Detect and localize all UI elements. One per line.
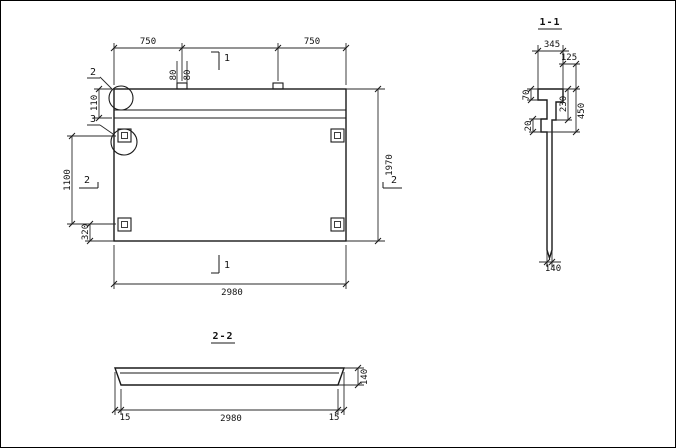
anchor-bottom-right-inner [334, 221, 341, 228]
dim-750-right-label: 750 [304, 37, 320, 47]
s2-dim-15-left-label: 15 [120, 413, 131, 423]
dim-1970-label: 1970 [385, 154, 395, 176]
dim-2980-plan-label: 2980 [221, 288, 243, 298]
lifting-loop-left [176, 82, 188, 90]
s2-extension-path [114, 367, 364, 415]
plan-anchor-loops [117, 128, 345, 232]
section2-marker-right-label: 2 [391, 175, 397, 186]
s1-profile-shape [537, 88, 564, 261]
detail-circle-2 [108, 85, 134, 111]
s1-ticks-path [527, 47, 580, 266]
callout-leader-lines [87, 76, 114, 135]
section-2-2-view: 2-2 15 15 2980 140 [111, 331, 370, 424]
plan-dimension-labels: 750 750 80 80 110 1100 320 1970 2980 [63, 37, 395, 298]
s1-dim-20-label: 20 [524, 121, 534, 132]
dim-80-right-label: 80 [183, 70, 193, 81]
s2-ticks-path [111, 364, 362, 414]
anchor-top-right [330, 128, 345, 143]
s1-dimension-path [530, 50, 580, 263]
plan-dimension-ticks [68, 44, 382, 288]
detail-circle-3 [110, 128, 138, 156]
panel-outline [113, 88, 347, 242]
section-2-2-title: 2-2 [212, 331, 233, 342]
s1-dim-70-label: 70 [522, 90, 532, 101]
anchor-bottom-left-inner [121, 221, 128, 228]
callout-3-label: 3 [90, 114, 96, 125]
section-marker-lines [79, 51, 402, 274]
s1-dim-345-label: 345 [544, 40, 560, 50]
section2-marker-left-label: 2 [84, 175, 90, 186]
s2-dim-2980-label: 2980 [220, 414, 242, 424]
anchor-top-left-inner [121, 132, 128, 139]
dim-110-label: 110 [90, 95, 100, 111]
anchor-bottom-left [117, 217, 132, 232]
plan-view-outline [113, 82, 347, 242]
plan-ticks-path [68, 44, 382, 288]
plan-callout-circles: 2 3 [87, 67, 138, 156]
s2-dim-15-right-label: 15 [329, 413, 340, 423]
section1-marker-bottom-label: 1 [224, 260, 230, 271]
dim-1100-label: 1100 [63, 169, 73, 191]
s2-dim-140-label: 140 [360, 369, 370, 385]
dim-750-left-label: 750 [140, 37, 156, 47]
plan-section-markers: 1 1 2 2 [79, 51, 402, 274]
s1-extension-path [527, 45, 580, 267]
section1-marker-top-label: 1 [224, 53, 230, 64]
callout-2-label: 2 [90, 67, 96, 78]
anchor-bottom-right [330, 217, 345, 232]
s1-dim-230-label: 230 [559, 96, 569, 112]
panel-top-rail-lines [114, 109, 346, 119]
plan-dimension-lines [71, 47, 379, 285]
s1-dim-140-label: 140 [545, 264, 561, 274]
s2-slab-shape [114, 367, 345, 386]
anchor-top-left [117, 128, 132, 143]
lifting-loop-right [272, 82, 284, 90]
section-1-1-title: 1-1 [539, 17, 560, 28]
s1-dim-450-label: 450 [577, 103, 587, 119]
s1-dim-125-label: 125 [561, 53, 577, 63]
plan-extension-path [67, 43, 385, 289]
plan-extension-lines [67, 43, 385, 289]
anchor-top-right-inner [334, 132, 341, 139]
section-1-1-view: 1-1 345 125 70 20 230 450 140 [522, 17, 587, 274]
dim-80-left-label: 80 [169, 70, 179, 81]
dim-320-label: 320 [81, 224, 91, 240]
s2-dimension-path [115, 368, 359, 411]
plan-dimension-path [71, 47, 379, 285]
